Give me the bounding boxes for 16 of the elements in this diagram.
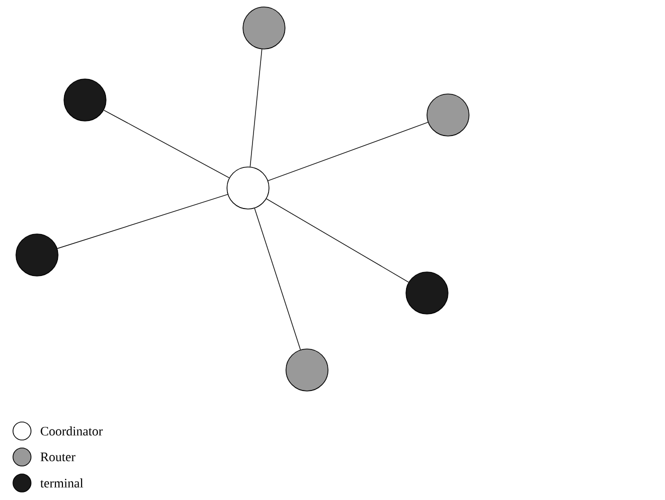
legend-label: terminal: [40, 478, 84, 488]
legend-label: Router: [40, 452, 76, 462]
network-node: [16, 234, 58, 276]
connection-line: [250, 48, 262, 168]
connection-line: [104, 110, 230, 178]
network-node: [64, 78, 106, 122]
network-node: [242, 6, 286, 50]
connection-line: [57, 194, 228, 249]
connection-line: [266, 198, 409, 283]
network-node: [426, 94, 470, 136]
network-node: [286, 348, 328, 392]
connection-line: [254, 208, 301, 350]
network-node: [406, 272, 448, 314]
legend-label: Coordinator: [40, 426, 103, 436]
connection-line: [268, 122, 428, 181]
network-node: [226, 166, 270, 210]
